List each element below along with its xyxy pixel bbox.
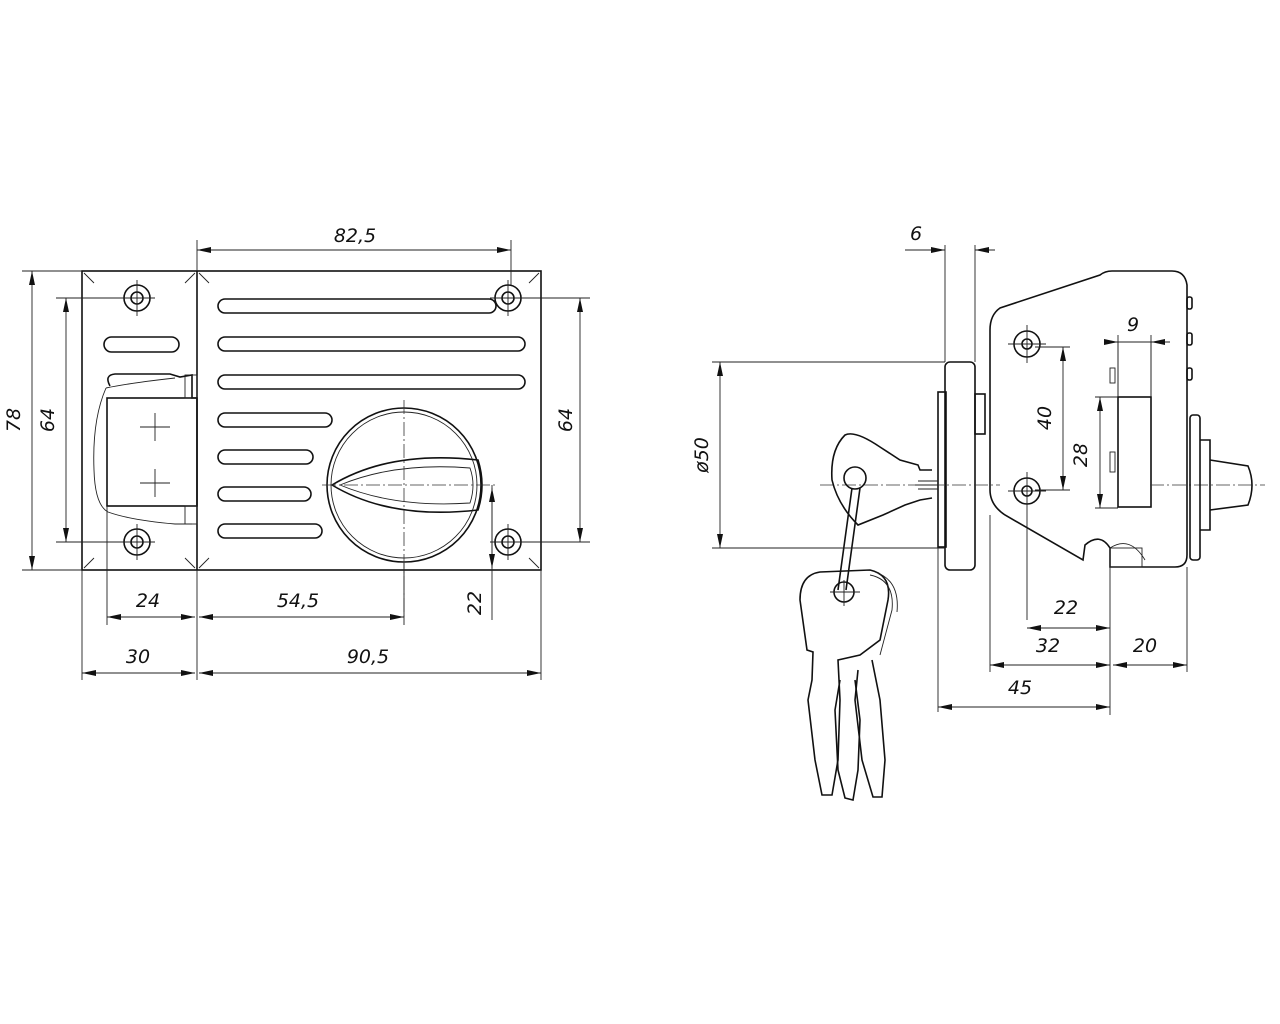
dim-bolt-height: 28 [1070,443,1092,467]
extension-lines [22,240,590,680]
side-view: 6 ø50 9 40 28 22 32 20 45 [691,223,1265,801]
center-lines [119,280,526,560]
dim-body-depth: 32 [1036,635,1060,657]
dim-bolt-width: 24 [136,590,160,612]
inside-knob [1189,414,1253,561]
cylinder-collar [974,393,986,435]
bolt [93,373,198,525]
screw-icon [1008,472,1046,620]
dimension-arrows [717,247,1187,710]
strike-section [1109,547,1143,568]
ventilation-slots [103,298,526,539]
mounting-holes [123,284,522,556]
dim-rosette-diameter: ø50 [691,437,713,474]
front-view: 82,5 78 64 64 24 54,5 22 30 90,5 [3,225,590,680]
dim-hole-spacing-right: 64 [555,408,577,432]
dim-hole-spacing-left: 64 [37,408,59,432]
dim-knob-height: 22 [464,591,486,615]
dim-knob-offset: 54,5 [277,590,319,612]
dimension-lines [719,347,1187,708]
dimension-lines [31,249,581,674]
screw-icon [1008,325,1046,363]
lock-case [989,270,1188,568]
dim-overall-height: 78 [3,408,25,432]
cylinder-plate [937,391,947,548]
extension-lines [712,245,1188,715]
bolt [1117,396,1152,508]
rosette [944,361,976,571]
keys-bunch [799,569,898,801]
dim-width-between-holes: 82,5 [334,225,376,247]
dim-hole-spacing: 40 [1034,406,1056,430]
thumb-turn-knob [322,400,498,620]
dim-body-width: 90,5 [347,646,389,668]
lock-body-outline [81,270,542,571]
dim-bolt-thickness: 9 [1127,314,1139,336]
dim-bolt-housing-width: 30 [126,646,150,668]
dim-knob-projection: 20 [1133,635,1157,657]
dim-hole-to-bolt: 22 [1054,597,1078,619]
dim-plate-thickness: 6 [910,223,922,245]
side-studs [1186,296,1193,381]
key-in-lock [830,433,938,591]
corner-marks [83,272,540,569]
dim-cylinder-depth: 45 [1008,677,1032,699]
